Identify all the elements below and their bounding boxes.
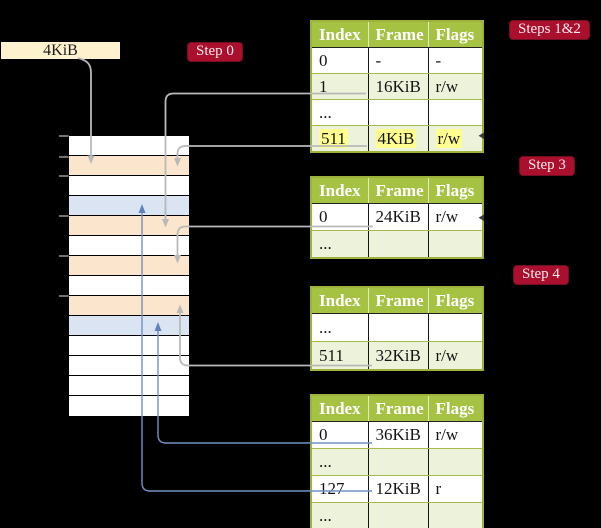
column-header: Index — [311, 21, 369, 48]
memory-row-2 — [69, 176, 189, 196]
table-cell: r/w — [428, 341, 483, 370]
table-row: 0-- — [311, 47, 483, 74]
table-cell: ... — [311, 313, 369, 342]
table-cell: 36KiB — [368, 421, 429, 449]
badge-step-0: Step 0 — [187, 42, 243, 62]
table-cell: r/w — [428, 421, 483, 449]
table-cell: ... — [311, 99, 369, 126]
table-cell: ... — [311, 502, 369, 528]
column-header: Flags — [428, 21, 483, 48]
table-cell: - — [368, 47, 429, 74]
column-header: Frame — [368, 287, 429, 314]
memory-column — [68, 135, 190, 417]
table-cell: 511 — [311, 125, 369, 152]
column-header: Flags — [428, 177, 483, 204]
table-cell — [368, 502, 429, 528]
column-header: Index — [311, 287, 369, 314]
column-header: Frame — [368, 395, 429, 422]
badge-steps-1-2: Steps 1&2 — [509, 20, 590, 40]
table-cell: 0 — [311, 421, 369, 449]
table-cell — [368, 230, 429, 258]
table-cell: r — [428, 475, 483, 503]
table-cell: - — [428, 47, 483, 74]
table-cell — [428, 448, 483, 476]
highlighted-value: 511 — [319, 128, 348, 148]
memory-row-3 — [69, 196, 189, 216]
memory-row-9 — [69, 316, 189, 336]
column-header: Frame — [368, 21, 429, 48]
frame-label-box: 4KiB — [1, 42, 120, 59]
highlighted-value: 4KiB — [375, 128, 417, 148]
table-row: ... — [311, 230, 483, 258]
table-cell: 0 — [311, 203, 369, 231]
table-row: ... — [311, 448, 483, 476]
column-header: Flags — [428, 395, 483, 422]
memory-row-1 — [69, 156, 189, 176]
table-cell — [368, 99, 429, 126]
memory-row-10 — [69, 336, 189, 356]
table-cell — [368, 448, 429, 476]
table-cell: r/w — [428, 125, 483, 152]
table-cell: r/w — [428, 203, 483, 231]
table-row: ... — [311, 313, 483, 342]
table-cell: ... — [311, 230, 369, 258]
table-row: ... — [311, 99, 483, 126]
memory-row-6 — [69, 256, 189, 276]
memory-row-13 — [69, 396, 189, 416]
table-cell: 4KiB — [368, 125, 429, 152]
memory-row-4 — [69, 216, 189, 236]
column-header: Flags — [428, 287, 483, 314]
table-cell: ... — [311, 448, 369, 476]
table-cell: 32KiB — [368, 341, 429, 370]
table-row: ... — [311, 502, 483, 528]
table-cell — [428, 313, 483, 342]
column-header: Index — [311, 395, 369, 422]
table-cell: 24KiB — [368, 203, 429, 231]
highlighted-value: r/w — [435, 128, 463, 148]
memory-row-12 — [69, 376, 189, 396]
memory-row-7 — [69, 276, 189, 296]
table-cell — [368, 313, 429, 342]
table-cell — [428, 230, 483, 258]
memory-row-11 — [69, 356, 189, 376]
table-row: 511 4KiB r/w — [311, 125, 483, 152]
table-cell: 511 — [311, 341, 369, 370]
memory-row-8 — [69, 296, 189, 316]
badge-step-3: Step 3 — [519, 156, 575, 176]
frame-label: 4KiB — [43, 42, 78, 59]
table-cell: 0 — [311, 47, 369, 74]
memory-row-0 — [69, 136, 189, 156]
table-cell — [428, 502, 483, 528]
table-cell: 127 — [311, 475, 369, 503]
column-header: Frame — [368, 177, 429, 204]
table-cell — [428, 99, 483, 126]
table-cell: r/w — [428, 73, 483, 100]
badge-step-4: Step 4 — [513, 265, 569, 285]
table-cell: 16KiB — [368, 73, 429, 100]
table-cell: 12KiB — [368, 475, 429, 503]
column-header: Index — [311, 177, 369, 204]
memory-row-5 — [69, 236, 189, 256]
table-cell: 1 — [311, 73, 369, 100]
